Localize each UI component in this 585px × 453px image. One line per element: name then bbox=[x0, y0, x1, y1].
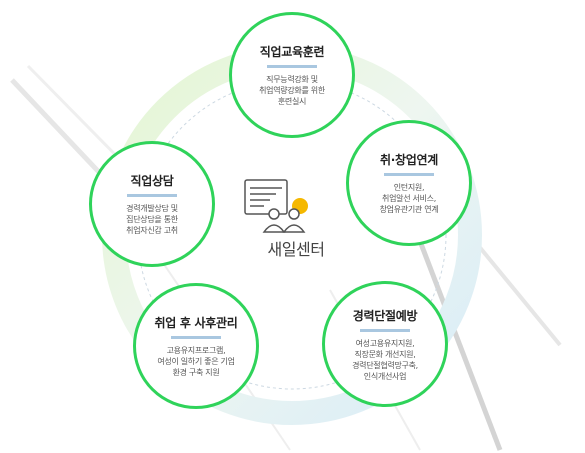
node-title: 경력단절예방 bbox=[352, 308, 418, 323]
title-underline bbox=[384, 173, 434, 176]
node-description: 경력개발상담 및 집단상담을 통한 취업자신감 고취 bbox=[126, 204, 178, 235]
node-title: 직업교육훈련 bbox=[259, 45, 325, 59]
node-post-employment-care: 취업 후 사후관리 고용유지프로그램, 여성이 일하기 좋은 기업 환경 구축 … bbox=[133, 283, 259, 409]
inner-ring bbox=[137, 80, 447, 390]
node-description: 여성고용유지지원, 직장문화 개선지원, 경력단절협력망구축, 인식개선사업 bbox=[352, 338, 418, 381]
node-job-training: 직업교육훈련 직무능력강화 및 취업역량강화를 위한 훈련실시 bbox=[229, 12, 355, 138]
node-title: 직업상담 bbox=[130, 174, 174, 188]
title-underline bbox=[127, 194, 177, 197]
node-title: 취업 후 사후관리 bbox=[154, 316, 238, 330]
title-underline bbox=[267, 65, 317, 68]
node-description: 고용유지프로그램, 여성이 일하기 좋은 기업 환경 구축 지원 bbox=[157, 346, 235, 377]
title-underline bbox=[360, 328, 410, 332]
center-building-icon bbox=[244, 179, 308, 233]
title-underline bbox=[171, 336, 221, 339]
node-title: 취·창업연계 bbox=[380, 153, 438, 167]
node-description: 인턴지원, 취업알선 서비스, 창업유관기관 연계 bbox=[379, 183, 439, 214]
node-career-break-prevention: 경력단절예방 여성고용유지지원, 직장문화 개선지원, 경력단절협력망구축, 인… bbox=[322, 281, 448, 407]
node-description: 직무능력강화 및 취업역량강화를 위한 훈련실시 bbox=[259, 75, 325, 106]
center-label: 새일센터 bbox=[267, 240, 325, 259]
node-career-counseling: 직업상담 경력개발상담 및 집단상담을 통한 취업자신감 고취 bbox=[89, 141, 215, 267]
node-employment-link: 취·창업연계 인턴지원, 취업알선 서비스, 창업유관기관 연계 bbox=[346, 120, 472, 246]
